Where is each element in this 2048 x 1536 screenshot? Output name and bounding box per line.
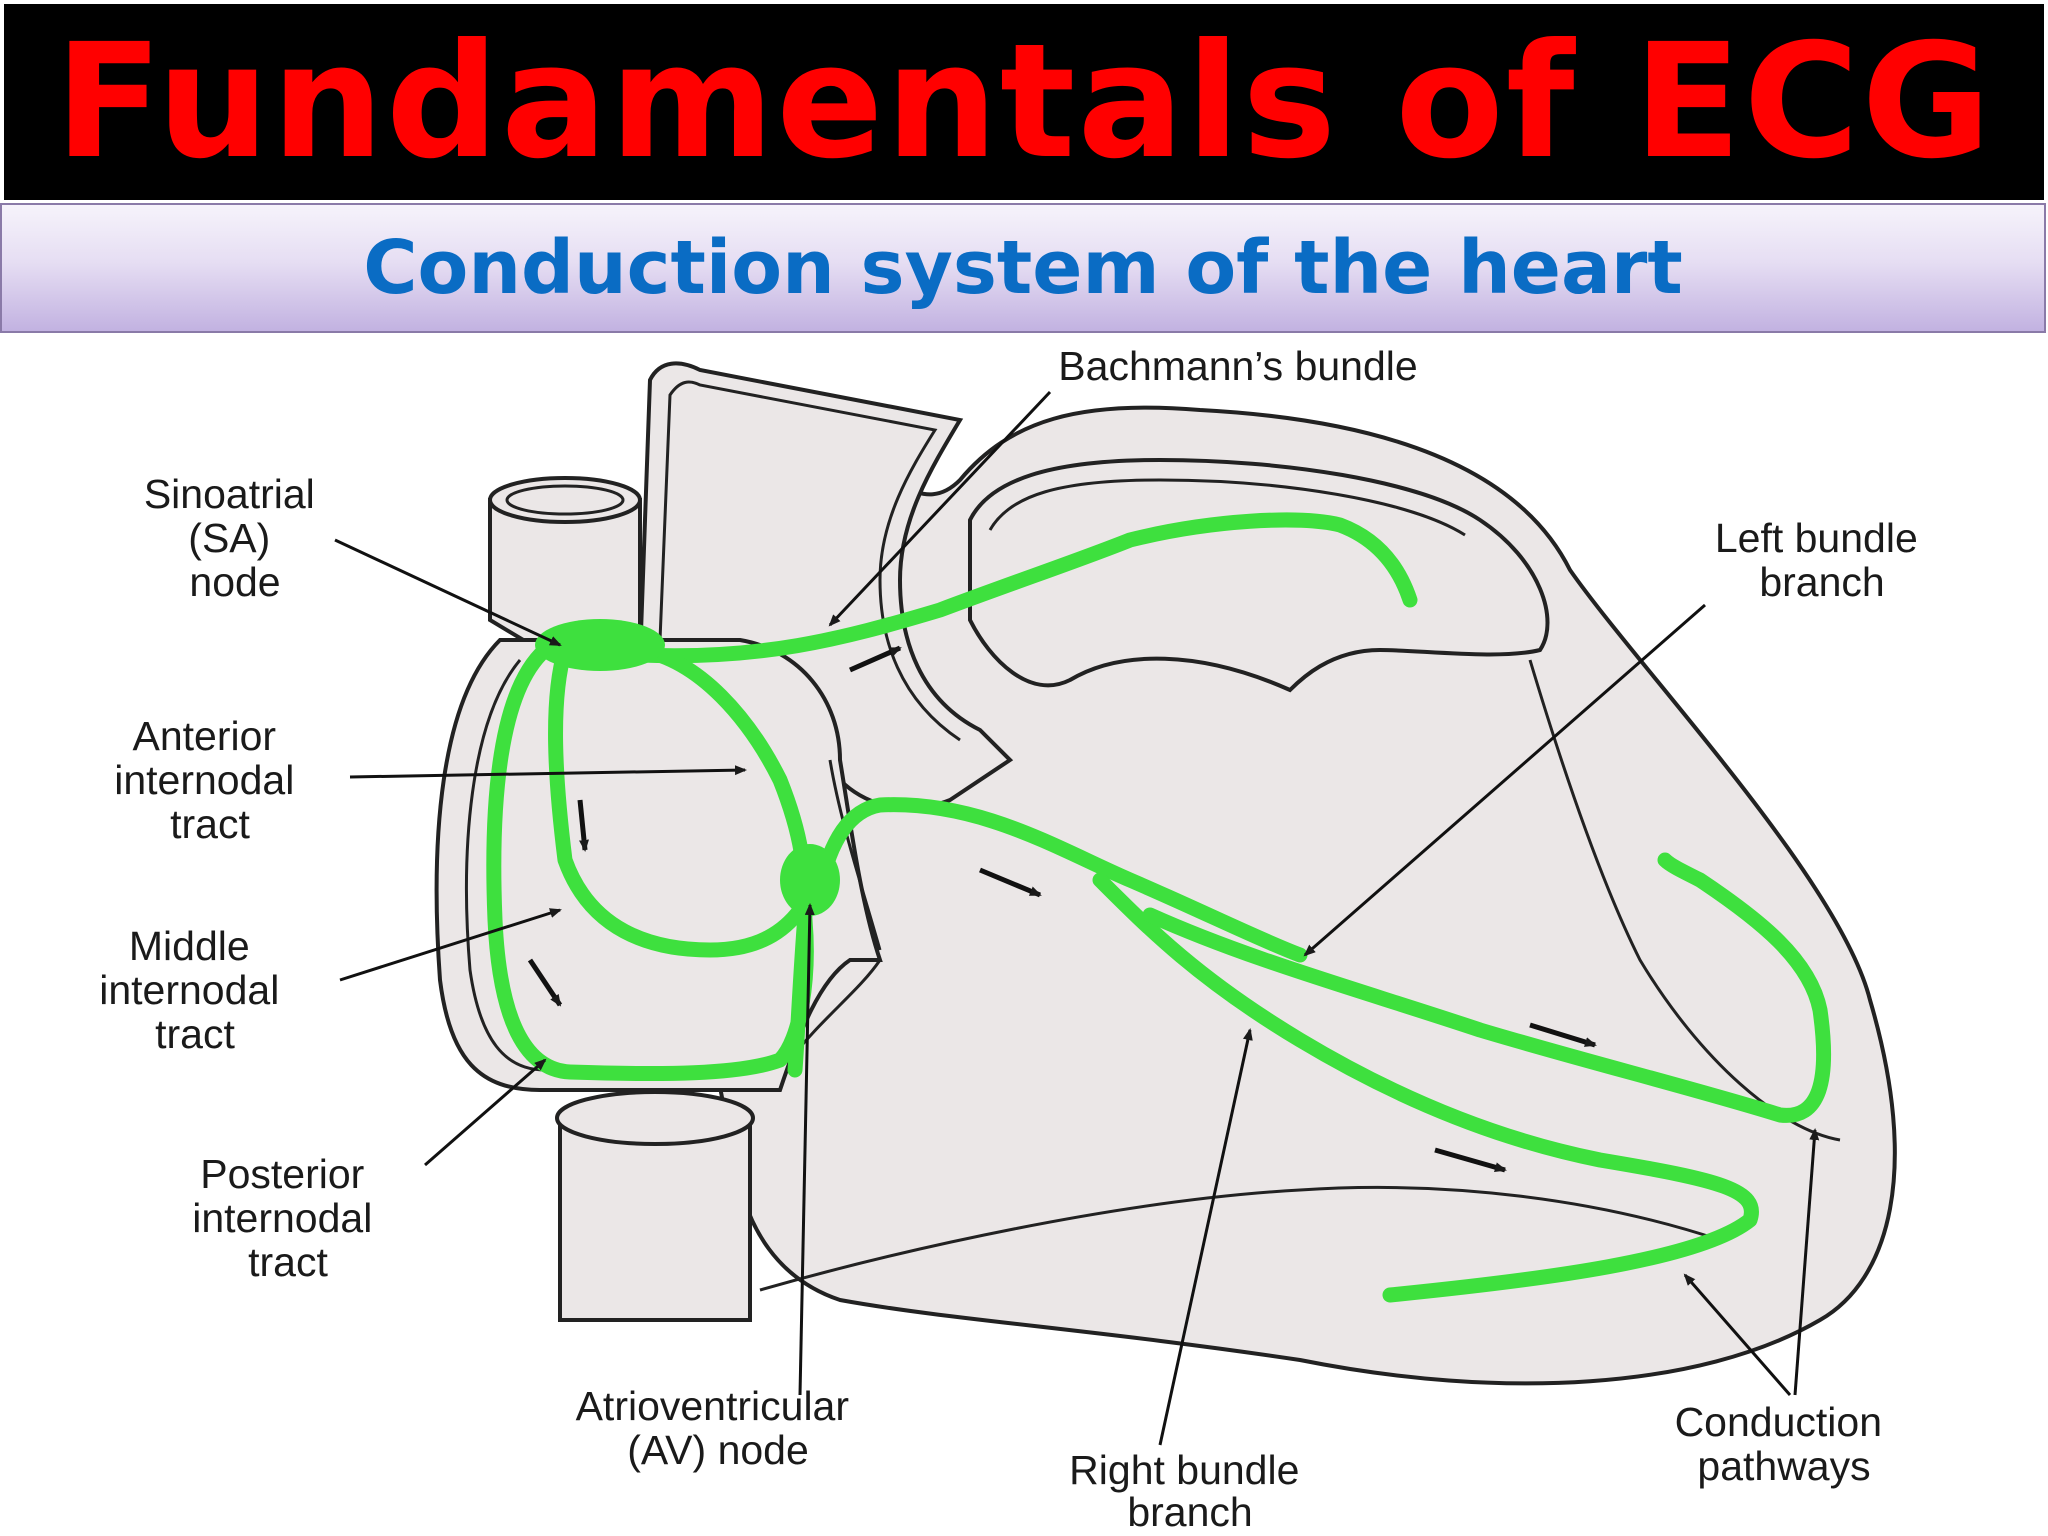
label-av-node: Atrioventricular (AV) node bbox=[576, 1383, 861, 1473]
sa-node bbox=[535, 619, 665, 671]
ivc-opening bbox=[557, 1092, 753, 1144]
label-anterior: Anterior internodal tract bbox=[114, 713, 305, 847]
label-middle: Middle internodal tract bbox=[99, 923, 290, 1057]
av-descending-pathway bbox=[795, 915, 805, 1070]
label-left-bundle: Left bundle branch bbox=[1715, 515, 1929, 605]
label-right-bundle: Right bundle branch bbox=[1069, 1447, 1311, 1535]
inferior-vena-cava bbox=[560, 1120, 750, 1320]
label-sa-node: Sinoatrial (SA) node bbox=[144, 471, 326, 605]
label-posterior: Posterior internodal tract bbox=[192, 1151, 383, 1285]
label-bachmann: Bachmann’s bundle bbox=[1058, 343, 1417, 389]
label-conduction: Conduction pathways bbox=[1675, 1399, 1894, 1489]
